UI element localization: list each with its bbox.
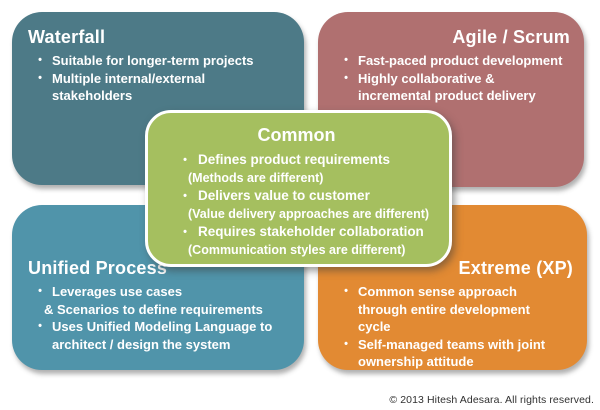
common-title: Common: [257, 125, 336, 145]
list-item: • Defines product requirements: [172, 151, 441, 169]
list-item: cycle: [334, 318, 573, 336]
list-item: • Common sense approach: [334, 283, 573, 301]
bullet-note: (Value delivery approaches are different…: [188, 207, 430, 221]
list-item: through entire development: [334, 301, 573, 319]
list-item: ownership attitude: [334, 353, 573, 371]
bullet-icon: •: [183, 154, 187, 166]
common-center-box: Common • Defines product requirements (M…: [145, 110, 452, 267]
bullet-icon: •: [183, 190, 187, 202]
bullet-note: (Communication styles are different): [188, 243, 406, 257]
bullet-icon: •: [344, 54, 348, 66]
bullet-text: architect / design the system: [52, 336, 231, 352]
bullet-text: Delivers value to customer: [198, 188, 370, 203]
bullet-text: Requires stakeholder collaboration: [198, 224, 424, 239]
list-item: • Fast-paced product development: [334, 52, 570, 70]
list-item: & Scenarios to define requirements: [20, 301, 298, 319]
list-item: incremental product delivery: [334, 87, 570, 105]
list-item: • Delivers value to customer: [172, 187, 441, 205]
bullet-icon: •: [38, 54, 42, 66]
unified-bullet-list: • Leverages use cases & Scenarios to def…: [28, 283, 298, 353]
extreme-bullet-list: • Common sense approach through entire d…: [334, 283, 573, 371]
bullet-icon: •: [38, 320, 42, 332]
bullet-text: Fast-paced product development: [358, 53, 563, 68]
agile-title: Agile / Scrum: [452, 27, 570, 47]
copyright-text: © 2013 Hitesh Adesara. All rights reserv…: [389, 394, 594, 406]
bullet-spacer: [334, 353, 358, 371]
list-item: • Uses Unified Modeling Language to: [28, 318, 298, 336]
bullet-spacer: [20, 301, 44, 319]
bullet-icon: •: [344, 71, 348, 84]
bullet-note: (Methods are different): [188, 171, 324, 185]
bullet-text: Uses Unified Modeling Language to: [52, 319, 273, 334]
waterfall-bullet-list: • Suitable for longer-term projects • Mu…: [28, 52, 294, 105]
bullet-icon: •: [344, 337, 348, 350]
bullet-text: incremental product delivery: [358, 88, 536, 103]
list-item: • Leverages use cases: [28, 283, 298, 301]
bullet-text: stakeholders: [52, 88, 133, 103]
list-item: • Highly collaborative &: [334, 70, 570, 88]
extreme-title: Extreme (XP): [458, 258, 573, 278]
bullet-text: through entire development: [358, 301, 530, 317]
bullet-icon: •: [183, 226, 187, 238]
list-item: • Multiple internal/external: [28, 70, 294, 88]
bullet-text: Defines product requirements: [198, 152, 391, 167]
bullet-icon: •: [344, 285, 348, 297]
list-item: architect / design the system: [28, 336, 298, 354]
bullet-spacer: [334, 318, 358, 336]
bullet-spacer: [334, 87, 358, 105]
list-item: • Self-managed teams with joint: [334, 336, 573, 354]
bullet-spacer: [334, 301, 358, 319]
list-item: • Requires stakeholder collaboration: [172, 223, 441, 241]
bullet-text: cycle: [358, 319, 391, 334]
bullet-icon: •: [38, 285, 42, 297]
bullet-spacer: [28, 87, 52, 105]
bullet-text: Highly collaborative &: [358, 70, 495, 86]
bullet-text: Self-managed teams with joint: [358, 336, 546, 352]
common-bullet-list: • Defines product requirements (Methods …: [172, 151, 441, 259]
bullet-text: Leverages use cases: [52, 284, 183, 299]
bullet-text: Common sense approach: [358, 284, 517, 299]
bullet-spacer: [28, 336, 52, 354]
bullet-text: Multiple internal/external: [52, 70, 206, 86]
list-item: • Suitable for longer-term projects: [28, 52, 294, 70]
bullet-icon: •: [38, 71, 42, 84]
agile-bullet-list: • Fast-paced product development • Highl…: [334, 52, 570, 105]
bullet-text: Suitable for longer-term projects: [52, 53, 254, 68]
unified-title: Unified Process: [28, 258, 168, 278]
list-item: stakeholders: [28, 87, 294, 105]
bullet-text: ownership attitude: [358, 354, 474, 369]
waterfall-title: Waterfall: [28, 27, 106, 47]
bullet-text: & Scenarios to define requirements: [44, 301, 263, 317]
